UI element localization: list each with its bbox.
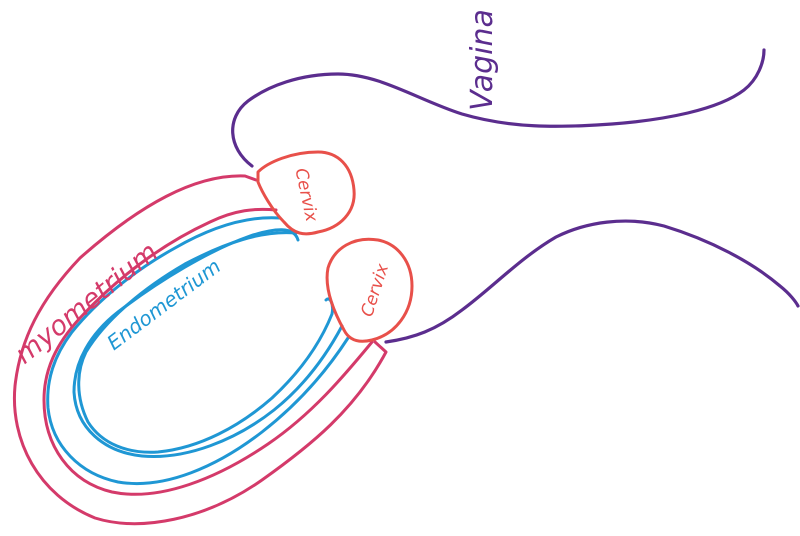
vagina-lower-wall: [386, 221, 798, 342]
vagina-outline: [233, 50, 798, 342]
label-vagina: Vagina: [465, 9, 500, 111]
label-cervix-upper: Cervix: [290, 166, 321, 224]
label-cervix-lower: Cervix: [357, 261, 393, 320]
endometrium-outline: [48, 218, 348, 484]
cervix-structures: [258, 152, 412, 341]
